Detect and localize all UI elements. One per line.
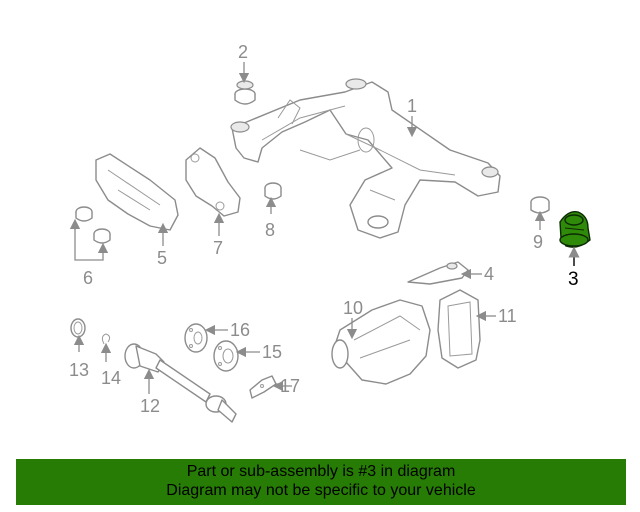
axle-shaft-part-12[interactable] [124, 343, 237, 423]
callout-10: 10 [343, 298, 363, 340]
svg-text:12: 12 [140, 396, 160, 416]
svg-text:13: 13 [69, 360, 89, 380]
svg-text:14: 14 [101, 368, 121, 388]
bracket-part-4[interactable] [407, 261, 469, 285]
callout-1: 1 [406, 96, 418, 138]
callout-7: 7 [213, 212, 225, 258]
banner-line-1: Part or sub-assembly is #3 in diagram [186, 463, 456, 480]
svg-text:7: 7 [213, 238, 223, 258]
callout-12: 12 [140, 368, 160, 416]
callout-8: 8 [265, 196, 277, 240]
svg-text:2: 2 [238, 42, 248, 62]
svg-text:3: 3 [568, 269, 579, 290]
bushings-part-6[interactable] [75, 206, 111, 244]
svg-text:15: 15 [262, 342, 282, 362]
callout-11: 11 [475, 306, 517, 326]
svg-text:6: 6 [83, 268, 93, 288]
part-info-banner: Part or sub-assembly is #3 in diagram Di… [16, 459, 626, 505]
flange-part-16[interactable] [184, 323, 208, 353]
callout-13: 13 [69, 334, 89, 380]
svg-text:16: 16 [230, 320, 250, 340]
svg-text:10: 10 [343, 298, 363, 318]
shield-part-5[interactable] [95, 153, 179, 231]
svg-text:11: 11 [498, 306, 517, 326]
ring-part-13[interactable] [70, 318, 86, 338]
svg-text:5: 5 [157, 248, 167, 268]
cover-part-11[interactable] [437, 289, 481, 369]
mount-part-3-highlighted[interactable] [559, 211, 591, 248]
bushing-part-8[interactable] [264, 182, 282, 200]
bushing-part-9[interactable] [530, 196, 550, 214]
bracket-part-7[interactable] [185, 147, 241, 217]
callout-15: 15 [235, 342, 282, 362]
differential-part-10[interactable] [331, 299, 431, 385]
banner-line-2: Diagram may not be specific to your vehi… [166, 482, 476, 499]
bushing-part-2[interactable] [234, 80, 256, 105]
bracket-part-17[interactable] [249, 375, 277, 399]
svg-text:17: 17 [280, 376, 300, 396]
callout-2: 2 [238, 42, 250, 84]
flange-part-15[interactable] [213, 340, 239, 372]
callout-14: 14 [100, 342, 121, 388]
callout-4: 4 [460, 264, 494, 284]
subframe-part-1[interactable] [230, 78, 501, 239]
svg-text:4: 4 [484, 264, 494, 284]
callout-6: 6 [69, 218, 109, 288]
svg-text:1: 1 [407, 96, 417, 116]
svg-text:8: 8 [265, 220, 275, 240]
callout-3: 3 [568, 246, 580, 290]
clip-part-14[interactable] [101, 333, 111, 345]
callout-17: 17 [272, 376, 300, 396]
callout-5: 5 [157, 222, 169, 268]
svg-text:9: 9 [533, 232, 543, 252]
callout-16: 16 [204, 320, 250, 340]
callout-9: 9 [533, 210, 546, 252]
